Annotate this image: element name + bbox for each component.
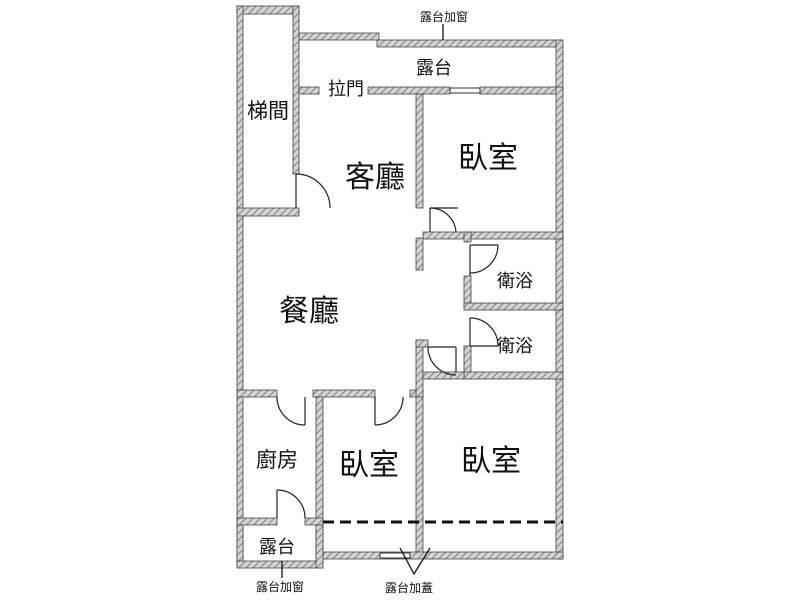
wall-right-lower xyxy=(555,378,564,560)
door-kitchen-balcony xyxy=(276,489,306,519)
wall-dining-bottom-b xyxy=(312,389,376,398)
callouts xyxy=(281,24,563,578)
wall-stair-left xyxy=(236,5,244,219)
label-sliding-door: 拉門 xyxy=(328,79,364,100)
callout-bottom-cover xyxy=(399,547,431,576)
wall-dining-bottom-a xyxy=(236,389,278,398)
wall-bedroom2-top xyxy=(422,371,465,380)
door-bath-upper xyxy=(469,244,499,276)
label-bottom-left-balcony-window: 露台加窗 xyxy=(256,579,304,594)
wall-hall-corner xyxy=(415,339,429,348)
walls xyxy=(236,5,564,569)
door-stairwell xyxy=(295,173,331,209)
doors xyxy=(276,173,499,519)
wall-small-balcony-right xyxy=(315,524,324,569)
label-bedroom-top-right: 臥室 xyxy=(458,141,518,176)
wall-kitchen-bottom-b xyxy=(304,517,324,526)
label-stairwell: 梯間 xyxy=(247,99,289,123)
wall-balcony-right xyxy=(555,39,564,91)
label-balcony-bottom-left: 露台 xyxy=(259,537,295,558)
wall-stair-bottom xyxy=(236,207,300,217)
window-balcony xyxy=(449,87,481,94)
wall-living-top-left xyxy=(298,86,320,95)
label-living-room: 客廳 xyxy=(345,160,405,195)
door-bedroom-bottom-right xyxy=(427,346,457,376)
wall-bath-mid xyxy=(463,302,564,311)
wall-left-dining xyxy=(236,215,244,397)
wall-divider-upper xyxy=(415,93,424,209)
wall-stair-top xyxy=(236,5,300,15)
wall-bath-bottom xyxy=(463,371,564,380)
door-kitchen xyxy=(276,396,306,426)
door-bedroom-top xyxy=(429,207,458,233)
wall-kitchen-bottom-a xyxy=(236,517,278,526)
wall-bedroom-divider xyxy=(415,396,424,558)
door-bath-lower xyxy=(469,317,499,347)
wall-bath-left-a xyxy=(463,231,472,243)
wall-stair-right-upper xyxy=(292,5,300,175)
label-bathroom-upper: 衛浴 xyxy=(497,271,533,292)
window-bottom-balcony xyxy=(379,552,411,559)
label-dining-room: 餐廳 xyxy=(279,294,339,329)
wall-hall-right xyxy=(415,339,424,398)
label-bedroom-bottom-middle: 臥室 xyxy=(339,448,399,483)
label-top-balcony-window: 露台加窗 xyxy=(420,9,468,24)
labels: 露台加窗 露台 拉門 梯間 客廳 臥室 衛浴 衛浴 餐廳 廚房 臥室 臥室 露台… xyxy=(247,9,533,595)
wall-bedroom1-bottom xyxy=(422,231,564,240)
label-bathroom-lower: 衛浴 xyxy=(497,336,533,357)
wall-living-top-right xyxy=(367,86,451,95)
wall-bedroom-top xyxy=(479,86,564,95)
windows xyxy=(379,87,481,559)
label-balcony-top: 露台 xyxy=(416,58,452,79)
door-bedroom-bottom-middle xyxy=(374,396,404,426)
wall-balcony-top-b xyxy=(376,39,563,48)
label-kitchen: 廚房 xyxy=(256,448,298,472)
wall-balcony-top-a xyxy=(298,32,380,41)
wall-bottom-balcony-base xyxy=(322,551,564,560)
label-bottom-balcony-cover: 露台加蓋 xyxy=(385,580,433,595)
wall-bath-left-b xyxy=(463,275,472,307)
label-bedroom-bottom-right: 臥室 xyxy=(461,444,521,479)
wall-divider-lower xyxy=(415,237,424,271)
wall-small-balcony-bottom xyxy=(236,560,324,569)
